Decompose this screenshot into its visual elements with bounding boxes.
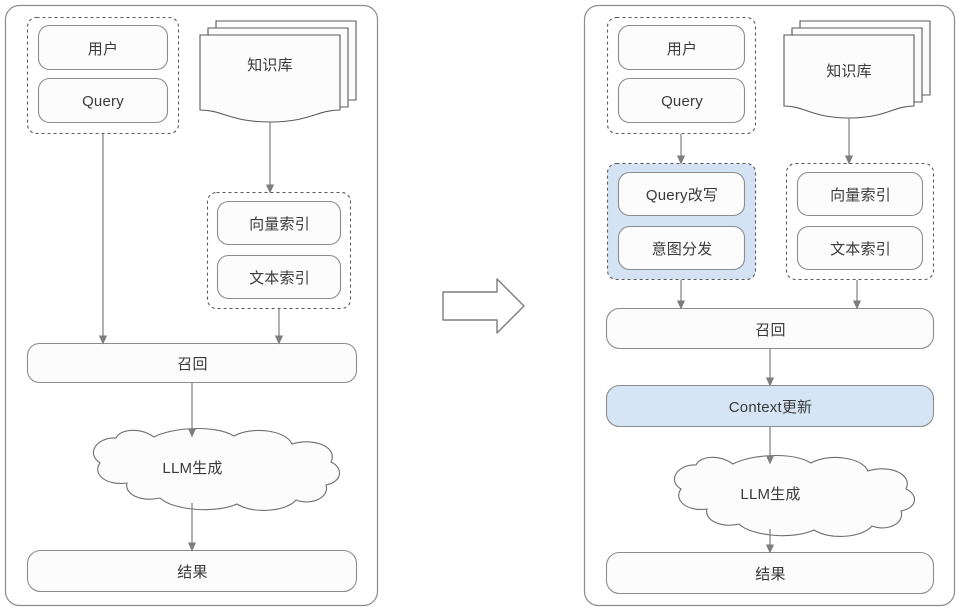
right-recall-box xyxy=(605,307,935,350)
left-query-box xyxy=(37,77,169,124)
right-query-rewrite-box xyxy=(617,171,746,217)
right-result-box xyxy=(605,551,935,595)
right-rewrite-group xyxy=(606,162,757,281)
right-edges xyxy=(676,118,862,554)
left-text-index-box xyxy=(216,254,342,300)
left-vector-index-box xyxy=(216,200,342,246)
right-index-group xyxy=(785,162,935,281)
right-llm-cloud xyxy=(674,455,915,537)
left-edges xyxy=(98,122,284,552)
right-panel-frame xyxy=(583,4,956,607)
right-kb-shape xyxy=(783,20,931,119)
evolution-arrow xyxy=(442,278,525,334)
right-intent-dispatch-box xyxy=(617,225,746,271)
left-llm-cloud xyxy=(93,428,340,511)
left-user-group xyxy=(26,16,180,135)
right-vector-index-box xyxy=(796,171,924,217)
left-kb-shape xyxy=(199,20,357,123)
right-query-box xyxy=(617,77,746,124)
right-text-index-box xyxy=(796,225,924,271)
left-result-box xyxy=(26,549,358,593)
left-user-box xyxy=(37,24,169,71)
right-user-group xyxy=(606,16,757,135)
right-user-box xyxy=(617,24,746,71)
left-recall-box xyxy=(26,342,358,384)
right-context-update-box xyxy=(605,384,935,428)
left-index-group xyxy=(206,191,352,310)
